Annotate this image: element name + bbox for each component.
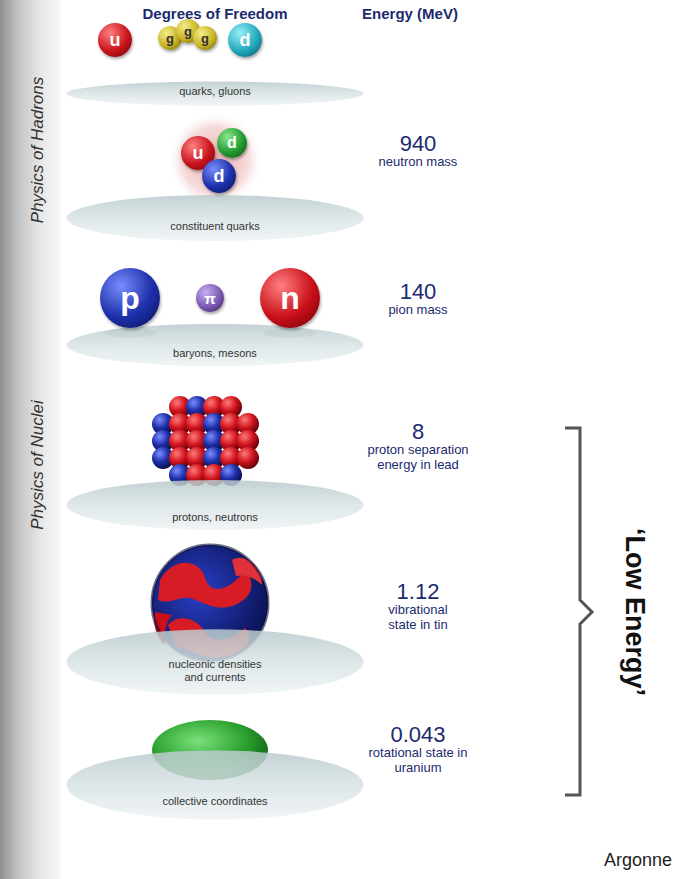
disc-shape <box>65 323 365 367</box>
credit-label: Argonne <box>604 850 672 871</box>
section-label: Physics of Hadrons <box>28 77 48 223</box>
energy-value: 940 <box>398 131 439 156</box>
level-caption: constituent quarks <box>115 194 315 233</box>
particle-letter: p <box>120 282 140 314</box>
particle-letter: u <box>193 144 204 162</box>
energy-note: rotational state in uranium <box>366 746 470 776</box>
particle-ball: g <box>193 26 217 50</box>
particle-ball: π <box>196 284 224 312</box>
particle-ball: p <box>100 268 160 328</box>
nucleon-ball <box>237 447 259 469</box>
disc-ellipse <box>67 195 364 241</box>
energy-note: proton separation energy in lead <box>356 443 480 473</box>
column-header: Degrees of Freedom <box>140 5 290 22</box>
level-caption: collective coordinates <box>115 749 315 808</box>
bracket <box>565 428 592 795</box>
level-disc: constituent quarks <box>65 194 365 242</box>
disc-ellipse <box>67 82 364 106</box>
particle-letter: u <box>110 31 121 49</box>
energy-value: 140 <box>398 279 439 304</box>
particle-letter: d <box>240 31 251 49</box>
nucleus <box>152 396 259 486</box>
particle-letter: d <box>214 167 225 185</box>
energy-value: 0.043 <box>388 722 448 747</box>
section-label: Physics of Nuclei <box>28 400 48 529</box>
level-disc: nucleonic densities and currents <box>65 628 365 696</box>
quark-glow <box>167 112 263 208</box>
particle-letter: g <box>184 25 192 38</box>
level-disc: collective coordinates <box>65 749 365 821</box>
disc-shape <box>65 194 365 242</box>
level-disc: baryons, mesons <box>65 323 365 367</box>
column-header: Energy (MeV) <box>360 5 460 22</box>
disc-shape <box>65 749 365 821</box>
level-caption: protons, neutrons <box>115 479 315 524</box>
energy-note: neutron mass <box>358 155 478 170</box>
level-caption: baryons, mesons <box>115 323 315 360</box>
particle-letter: g <box>166 32 174 45</box>
energy-value: 8 <box>410 419 427 444</box>
level-caption: quarks, gluons <box>115 81 315 98</box>
particle-ball: d <box>217 128 247 158</box>
particle-letter: d <box>227 135 237 151</box>
energy-value: 1.12 <box>395 579 442 604</box>
particle-letter: n <box>280 282 300 314</box>
level-disc: quarks, gluons <box>65 81 365 106</box>
particle-ball: u <box>98 23 132 57</box>
particle-letter: π <box>204 291 215 306</box>
level-disc: protons, neutrons <box>65 479 365 531</box>
bracket-label: ‘Low Energy’ <box>618 528 649 696</box>
energy-note: pion mass <box>358 303 478 318</box>
particle-ball: n <box>260 268 320 328</box>
disc-ellipse <box>67 324 364 366</box>
particle-letter: g <box>201 32 209 45</box>
particle-ball: d <box>202 159 236 193</box>
particle-ball: d <box>228 23 262 57</box>
level-caption: nucleonic densities and currents <box>159 628 271 684</box>
disc-ellipse <box>67 750 364 819</box>
disc-shape <box>65 479 365 531</box>
energy-note: vibrational state in tin <box>375 603 461 633</box>
